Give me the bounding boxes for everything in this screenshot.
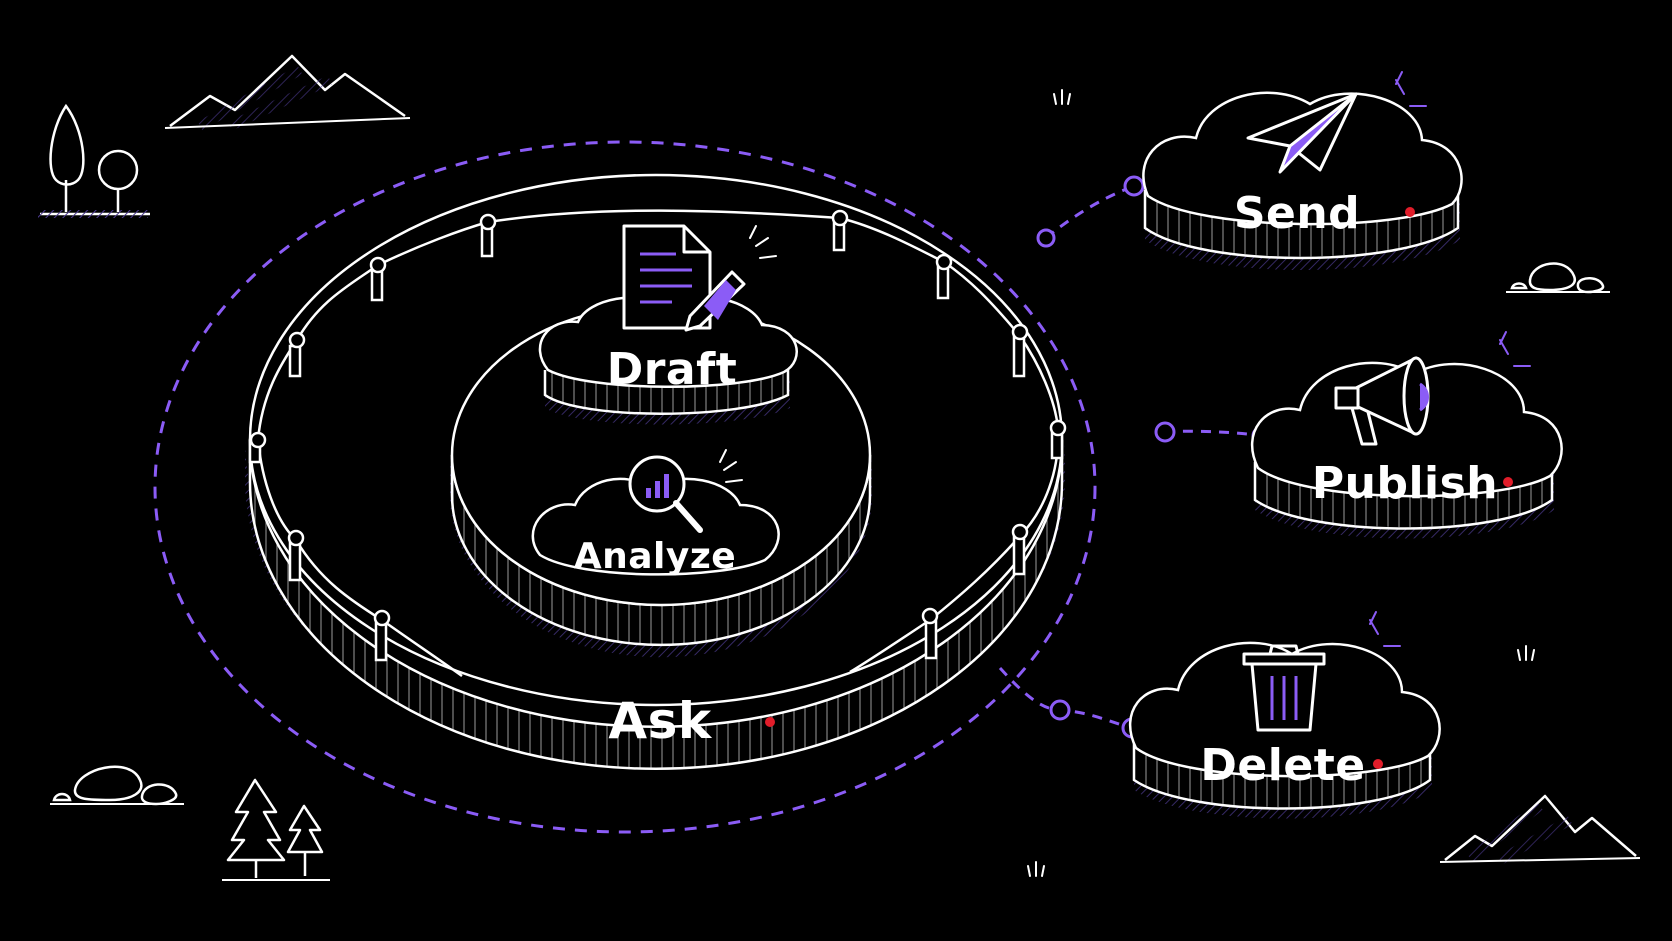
magnifier-chart-icon	[628, 449, 743, 533]
trees-top-left-icon	[38, 103, 150, 218]
draft-label: Draft	[607, 344, 738, 395]
pine-trees-bottom-left-icon	[222, 778, 330, 881]
delete-island[interactable]	[1129, 641, 1441, 819]
publish-label: Publish	[1312, 458, 1498, 509]
publish-status-dot	[1503, 477, 1513, 487]
send-label: Send	[1234, 188, 1360, 239]
delete-label: Delete	[1200, 740, 1365, 791]
send-island[interactable]	[1142, 91, 1463, 270]
megaphone-icon	[1334, 331, 1531, 446]
ask-label: Ask	[608, 692, 712, 750]
outer-orbit	[153, 140, 1097, 834]
analyze-cloud	[531, 477, 780, 576]
trash-icon	[1242, 611, 1401, 732]
paper-plane-icon	[1246, 71, 1427, 174]
rocks-right-icon	[1506, 262, 1610, 294]
mountains-bottom-right-icon	[1439, 794, 1641, 865]
grass-tufts-icon	[1027, 89, 1535, 877]
fence-posts	[248, 209, 1067, 678]
analyze-label: Analyze	[574, 536, 736, 577]
fence-post	[248, 209, 1067, 662]
ask-status-dot	[765, 717, 775, 727]
document-pencil-icon	[622, 224, 777, 332]
send-status-dot	[1405, 207, 1415, 217]
rocks-bottom-left-icon	[50, 765, 184, 806]
mountains-top-left-icon	[164, 54, 411, 131]
delete-status-dot	[1373, 759, 1383, 769]
draft-island[interactable]	[538, 295, 798, 425]
